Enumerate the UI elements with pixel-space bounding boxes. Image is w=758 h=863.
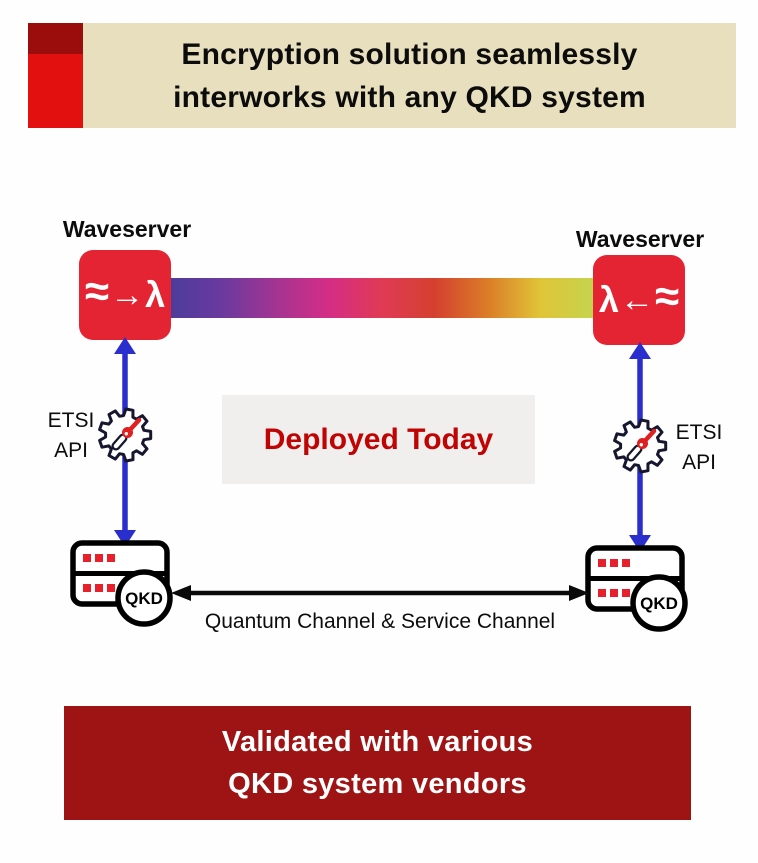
qkd-badge-left: QKD (125, 589, 163, 608)
etsi-label-line1: ETSI (675, 421, 723, 444)
header-banner: Encryption solution seamlessly interwork… (83, 23, 736, 128)
wave-icon: ≈ (654, 272, 680, 321)
etsi-label-line1: ETSI (47, 409, 95, 432)
channel-label: Quantum Channel & Service Channel (204, 610, 556, 633)
etsi-api-label-left: ETSI API (38, 406, 104, 466)
lambda-icon: λ (598, 279, 619, 320)
waveserver-left-label: Waveserver (62, 216, 192, 242)
footer-banner: Validated with various QKD system vendor… (64, 706, 691, 820)
header-title-line1: Encryption solution seamlessly (181, 37, 638, 71)
etsi-label-line2: API (682, 451, 716, 474)
qkd-server-icon-left (70, 540, 185, 635)
wave-icon: ≈ (84, 267, 110, 316)
double-arrow-icon (171, 585, 589, 601)
waveserver-right-label: Waveserver (575, 226, 705, 252)
key-gear-icon-right (610, 416, 670, 476)
accent-stripe-dark-segment (28, 23, 83, 54)
key-gear-icon-left (95, 405, 155, 465)
qkd-badge-right: QKD (640, 594, 678, 613)
etsi-api-label-right: ETSI API (666, 418, 732, 478)
deployed-today-box: Deployed Today (222, 395, 535, 484)
accent-stripe (28, 23, 83, 128)
header-title-line2: interworks with any QKD system (173, 80, 646, 114)
qkd-server-icon-right (585, 545, 700, 640)
footer-line1: Validated with various (221, 726, 534, 758)
footer-line2: QKD system vendors (228, 768, 527, 800)
waveserver-right-node: λ ← ≈ (593, 255, 685, 345)
wavelength-spectrum-bar (170, 278, 593, 318)
etsi-label-line2: API (54, 439, 88, 462)
waveserver-left-node: ≈ → λ (79, 250, 171, 340)
lambda-icon: λ (145, 274, 166, 315)
left-arrow-icon: ← (619, 281, 654, 319)
deployed-today-label: Deployed Today (263, 422, 494, 456)
right-arrow-icon: → (110, 276, 145, 314)
